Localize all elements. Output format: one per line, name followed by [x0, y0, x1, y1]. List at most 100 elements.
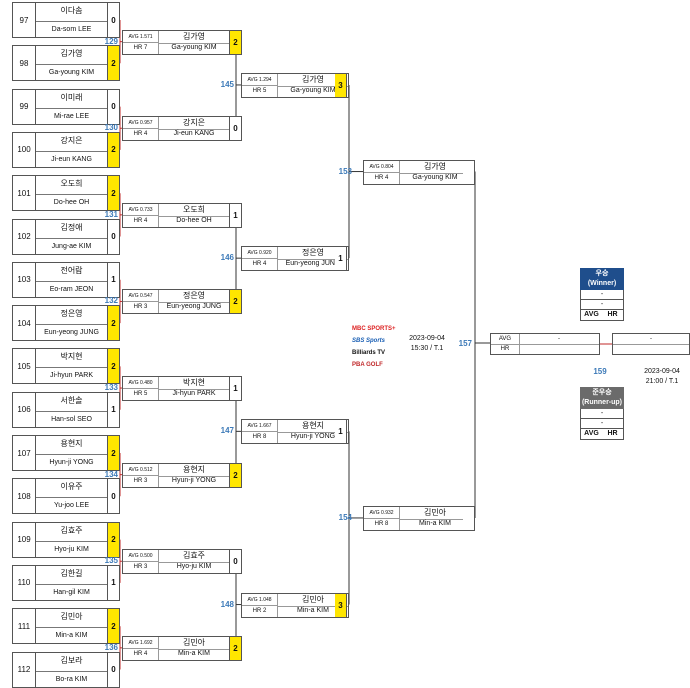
match-score: 1 [335, 246, 347, 272]
billiards-tv-logo: Billiards TV [352, 350, 386, 356]
player-name-korean: 이다솜 [60, 6, 83, 15]
player-name-english: Ga-young KIM [171, 43, 217, 51]
match-score: 2 [108, 348, 120, 385]
match-score: 2 [230, 289, 242, 315]
winner-avg: AVG [584, 311, 599, 318]
seed-number: 97 [12, 2, 36, 38]
match-score: 1 [108, 564, 120, 601]
match-number: 153 [338, 166, 352, 176]
seed-number: 98 [12, 45, 36, 82]
match-score [463, 159, 475, 185]
player-name-english: Eun-yeong JUNG [166, 303, 222, 311]
final-hr-label: HR [491, 344, 520, 354]
player-avg: AVG 0.547 [123, 290, 159, 303]
final-name: - [613, 334, 689, 345]
player-name-korean: 정은영 [159, 290, 229, 304]
player-name-korean: 오도희 [159, 204, 229, 217]
runner-up-box: 준우승 (Runner-up) - - AVG HR [580, 387, 624, 440]
runner-up-name: - [580, 409, 624, 419]
match-number: 131 [104, 209, 118, 219]
seed-number: 105 [12, 348, 36, 385]
match-score: 0 [108, 2, 120, 38]
match-score: 0 [230, 549, 242, 575]
final-match-number: 159 [593, 367, 607, 376]
player-hr: HR 5 [123, 388, 159, 401]
final-player-2: - [612, 333, 690, 355]
player-avg: AVG 0.480 [123, 377, 159, 390]
match-number: 130 [104, 123, 118, 133]
final-avg-label: AVG [491, 334, 520, 345]
player-name-english: Hyun-ji YONG [171, 476, 217, 484]
player-hr: HR 7 [123, 41, 159, 54]
pba-logo: PBA GOLF [352, 362, 383, 368]
winner-subtitle: (Winner) [587, 280, 617, 287]
match-score: 0 [230, 116, 242, 142]
match-number: 136 [104, 642, 118, 652]
player-name-english: Ga-young KIM [36, 64, 107, 80]
player-name-english: Ji-hyun PARK [172, 390, 216, 398]
runner-up-title: 준우승 [592, 389, 612, 396]
player-name-english: Min-a KIM [297, 606, 329, 614]
match-number: 145 [220, 79, 234, 89]
player-name-english: Han-gil KIM [36, 583, 107, 600]
seed-number: 100 [12, 131, 36, 168]
final-player-1: AVG HR - [490, 333, 600, 355]
player-name-english: Ji-hyun PARK [36, 367, 107, 383]
player-name-korean: 김가영 [278, 74, 348, 87]
player-name-english: Ji-eun KANG [173, 130, 215, 138]
player-hr: HR 3 [123, 474, 159, 487]
player-avg: AVG 0.932 [364, 506, 400, 519]
player-name-korean: 박지현 [60, 352, 83, 362]
match-score: 2 [230, 635, 242, 661]
sbs-logo: SBS Sports [352, 338, 386, 344]
player-hr: HR 4 [123, 647, 159, 660]
player-name-english: Ga-young KIM [290, 86, 336, 94]
winner-name: - [580, 290, 624, 300]
player-name-korean: 정은영 [60, 309, 83, 319]
player-hr: HR 3 [123, 301, 159, 314]
player-avg: AVG 0.733 [123, 203, 159, 216]
match-number: 129 [104, 36, 118, 46]
player-name-korean: 김정애 [60, 222, 83, 232]
runner-up-subtitle: (Runner-up) [581, 399, 623, 406]
match-score: 0 [108, 478, 120, 515]
player-name-korean: 강지은 [159, 117, 229, 131]
match-score: 2 [108, 175, 120, 212]
final-name: - [519, 334, 599, 345]
match-number: 157 [458, 339, 472, 348]
player-avg: AVG 0.512 [123, 463, 159, 476]
seed-number: 99 [12, 88, 36, 125]
match-score: 0 [108, 88, 120, 125]
player-name-english: Da-som LEE [36, 21, 107, 37]
match-score: 1 [108, 261, 120, 298]
player-hr: HR 4 [364, 171, 400, 184]
match-number: 147 [220, 426, 234, 436]
player-name-korean: 용현지 [159, 464, 229, 477]
match-score: 3 [335, 72, 347, 98]
seed-number: 108 [12, 478, 36, 515]
player-name-korean: 김민아 [159, 637, 229, 650]
player-name-korean: 용현지 [60, 439, 83, 448]
player-avg: AVG 0.957 [123, 117, 159, 130]
match-score: 1 [108, 391, 120, 428]
match-score: 1 [335, 419, 347, 445]
match-score: 2 [108, 305, 120, 342]
match-score: 0 [108, 218, 120, 255]
winner-name-en: - [580, 300, 624, 310]
match-score: 2 [230, 29, 242, 55]
player-name-korean: 박지현 [159, 377, 229, 391]
seed-number: 102 [12, 218, 36, 255]
player-hr: HR 2 [242, 604, 278, 617]
player-name-korean: 이유주 [60, 482, 83, 492]
